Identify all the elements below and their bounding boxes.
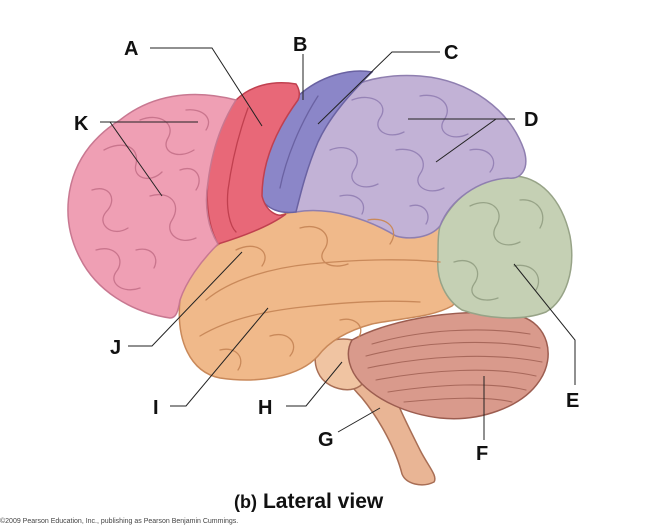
label-c: C (444, 42, 458, 64)
precentral-gyri (226, 107, 249, 233)
figure-view-title: Lateral view (262, 490, 384, 513)
label-f: F (476, 443, 488, 465)
frontal-gyri (91, 109, 210, 291)
label-d: D (524, 109, 538, 131)
leader-e (513, 263, 576, 385)
cerebellum-folia (365, 329, 543, 403)
label-a: A (124, 38, 138, 60)
leader-k2 (109, 121, 163, 197)
leader-i (170, 307, 269, 407)
postcentral-gyri (279, 95, 319, 189)
leader-a (150, 47, 263, 127)
label-e: E (566, 390, 579, 412)
figure-caption: (b)Lateral view (234, 490, 383, 514)
temporal-gyri (199, 218, 441, 371)
parietal-lobe (287, 74, 527, 239)
occipital-gyri (453, 199, 544, 301)
copyright-notice: ©2009 Pearson Education, Inc., publishin… (0, 518, 239, 525)
leader-h (286, 361, 343, 407)
leader-c (317, 51, 440, 125)
label-g: G (318, 429, 334, 451)
leader-lines (100, 47, 576, 440)
cerebellum (347, 311, 549, 420)
label-b: B (293, 34, 307, 56)
parietal-gyri (329, 94, 495, 225)
figure-part-label: (b) (234, 492, 257, 512)
leader-g (337, 407, 381, 433)
label-k: K (74, 113, 89, 135)
label-h: H (258, 397, 272, 419)
leader-d2 (435, 118, 497, 163)
label-i: I (153, 397, 159, 419)
leader-j (128, 251, 243, 347)
label-j: J (110, 337, 121, 359)
